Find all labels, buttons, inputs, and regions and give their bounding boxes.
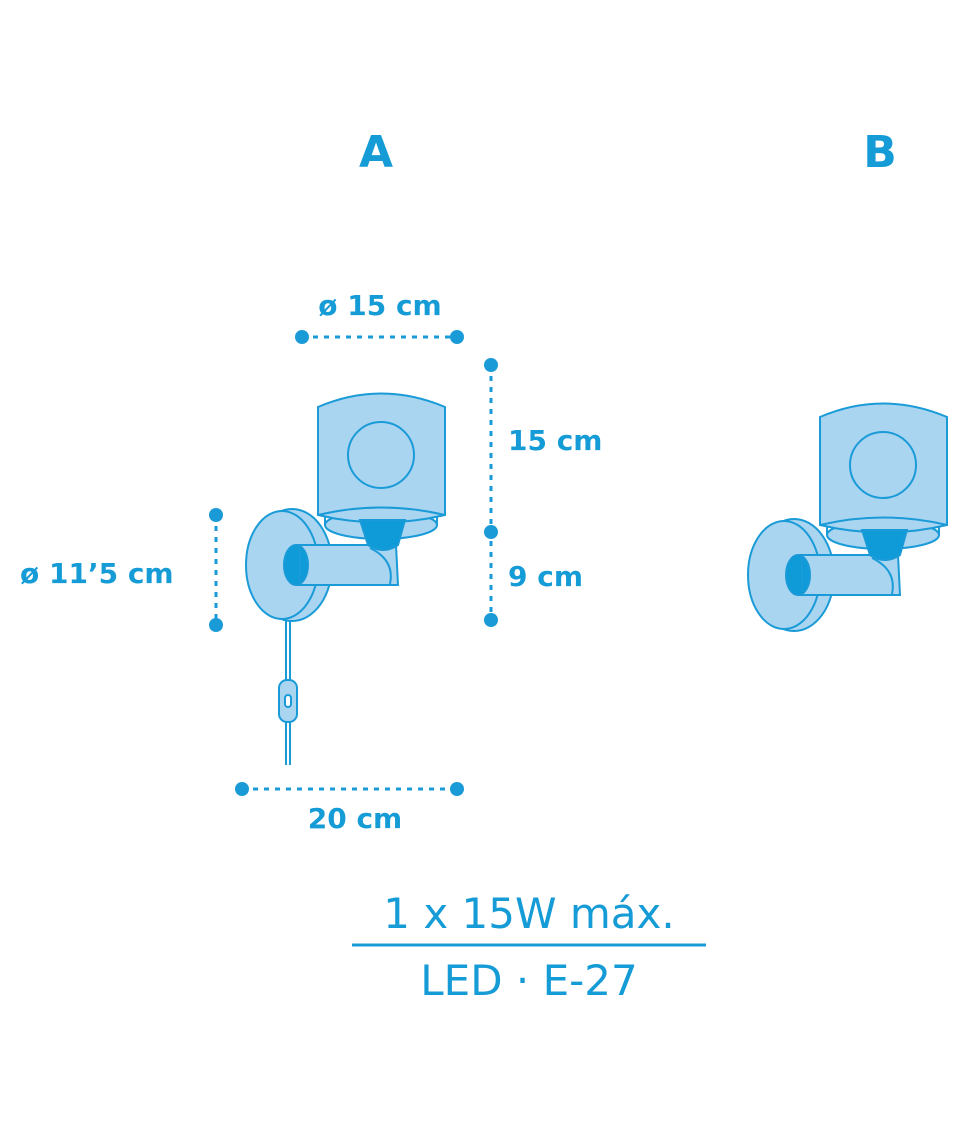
bulb-spec: LED · E-27 [420,956,637,1005]
lamp-b-illustration [747,402,948,632]
lamp-a-illustration [245,392,446,622]
pull-cord-switch [278,620,298,765]
dimension-lines [214,335,493,791]
shade-height-label: 15 cm [508,424,603,457]
power-spec: 1 x 15W máx. [383,889,674,938]
dimension-dots [209,330,498,796]
plate-diameter-label: ø 11’5 cm [20,557,174,590]
shade-diameter-label: ø 15 cm [318,289,441,322]
depth-label: 20 cm [308,802,403,835]
arm-height-label: 9 cm [508,560,583,593]
variant-a-label: A [359,127,393,178]
variant-b-label: B [863,127,897,178]
